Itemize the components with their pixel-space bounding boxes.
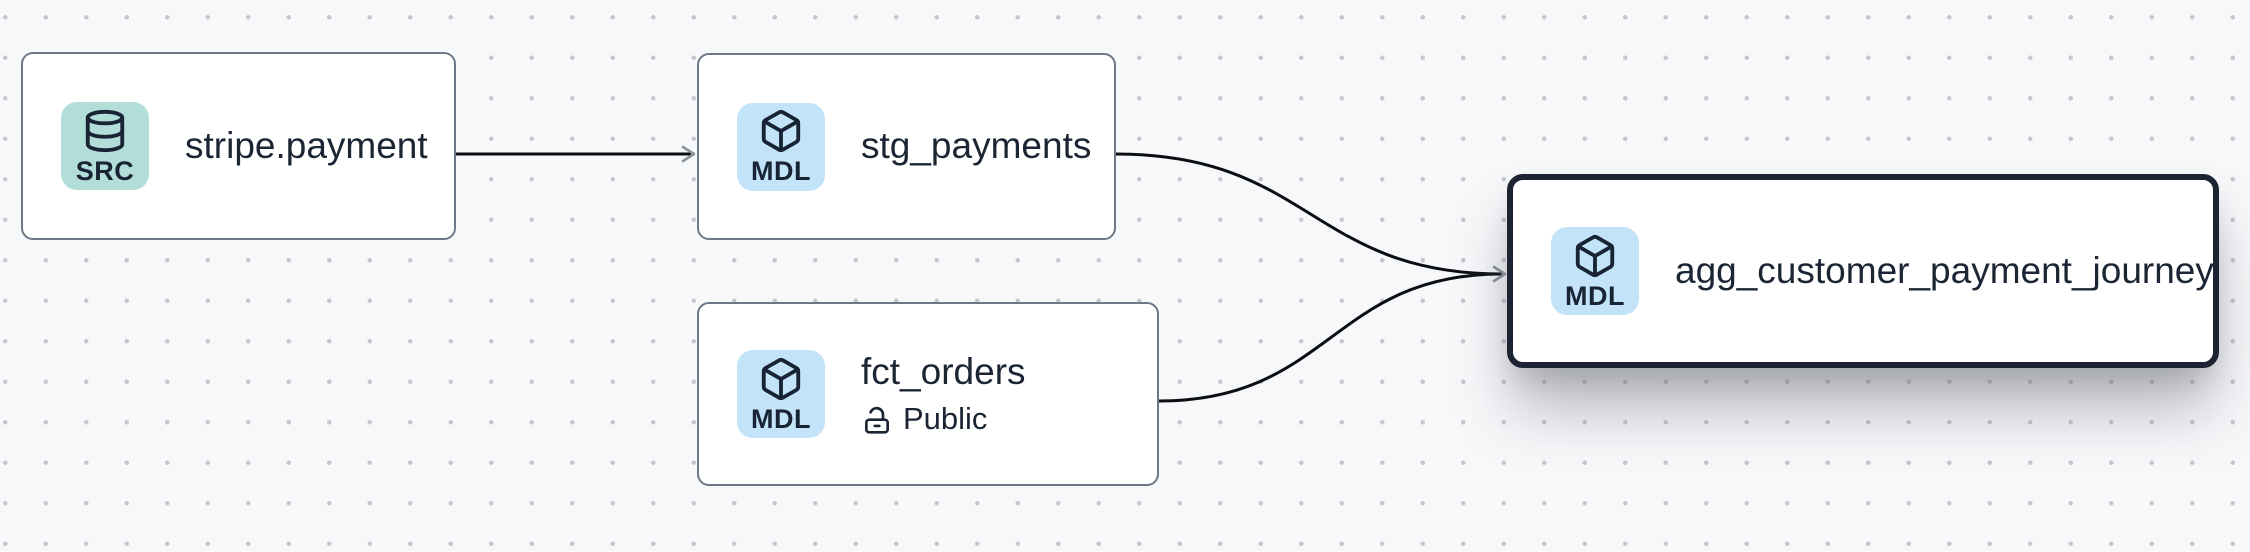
- cube-icon: [761, 109, 801, 153]
- model-badge: MDL: [737, 102, 825, 191]
- model-badge: MDL: [1551, 227, 1639, 315]
- cube-icon: [1575, 234, 1615, 277]
- model-badge: MDL: [737, 350, 825, 438]
- database-icon: [85, 109, 125, 152]
- badge-label: MDL: [1565, 280, 1625, 311]
- arrowhead-icon: [681, 145, 696, 163]
- node-stg-payments[interactable]: MDL stg_payments: [697, 53, 1116, 240]
- access-row: Public: [861, 401, 1026, 437]
- edge-fct-orders-to-agg-customer-payment-journey: [1158, 272, 1503, 403]
- node-title: stripe.payment: [185, 124, 428, 166]
- lock-open-icon: [865, 406, 889, 434]
- cube-icon: [761, 357, 801, 400]
- node-title: stg_payments: [861, 125, 1092, 167]
- node-fct-orders[interactable]: MDL fct_orders Public: [697, 302, 1159, 486]
- badge-label: MDL: [751, 156, 811, 186]
- edge-stg-payments-to-agg-customer-payment-journey: [1115, 152, 1503, 276]
- node-agg-customer-payment-journey[interactable]: MDL agg_customer_payment_journey: [1507, 174, 2219, 368]
- badge-label: MDL: [751, 403, 811, 434]
- source-badge: SRC: [61, 102, 149, 190]
- access-label: Public: [903, 400, 988, 436]
- node-title: agg_customer_payment_journey: [1675, 249, 2214, 291]
- badge-label: SRC: [75, 155, 135, 186]
- arrowhead-icon: [1492, 265, 1507, 283]
- node-stripe-payment[interactable]: SRC stripe.payment: [21, 52, 456, 240]
- node-title: fct_orders: [861, 351, 1026, 393]
